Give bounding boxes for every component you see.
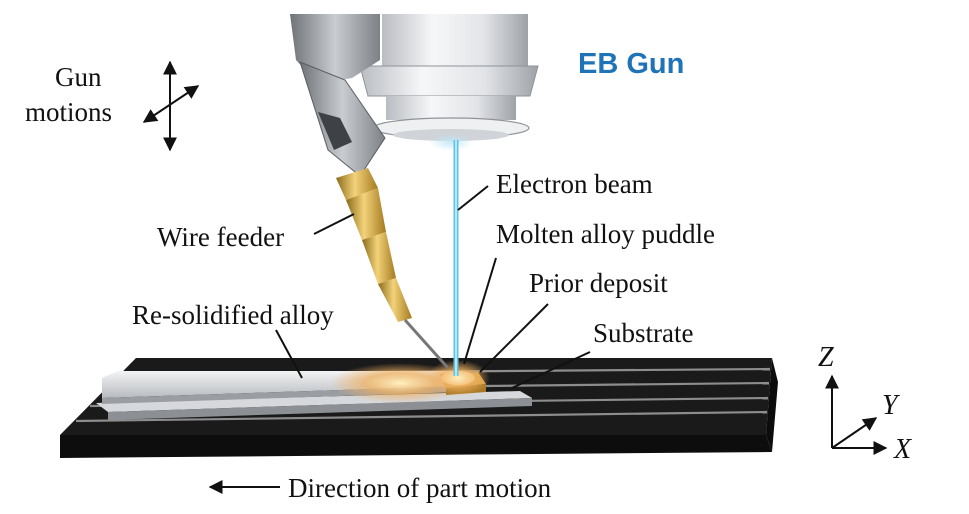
gun-motions-line1: Gun	[55, 62, 102, 92]
wire-feeder-arm	[290, 14, 386, 177]
wire-feeder-nozzle	[336, 168, 450, 370]
eb-gun-body	[359, 14, 539, 151]
four-way-arrow-icon	[142, 60, 200, 152]
melt-zone	[426, 360, 490, 396]
eb-gun-title: EB Gun	[578, 48, 685, 80]
molten-puddle-label: Molten alloy puddle	[496, 219, 715, 249]
direction-label: Direction of part motion	[288, 473, 552, 503]
leader-lines	[275, 185, 591, 389]
axis-z-label: Z	[818, 342, 834, 373]
axis-y-label: Y	[882, 390, 898, 421]
gun-motions-line2: motions	[25, 97, 113, 127]
electron-beam-label: Electron beam	[496, 169, 653, 199]
wire-feeder-label: Wire feeder	[157, 222, 285, 252]
substrate-label: Substrate	[593, 318, 694, 348]
xyz-axes-icon	[825, 374, 888, 455]
axis-x-label: X	[894, 434, 912, 465]
resolidified-label: Re-solidified alloy	[132, 300, 334, 330]
prior-deposit-label: Prior deposit	[529, 268, 668, 298]
